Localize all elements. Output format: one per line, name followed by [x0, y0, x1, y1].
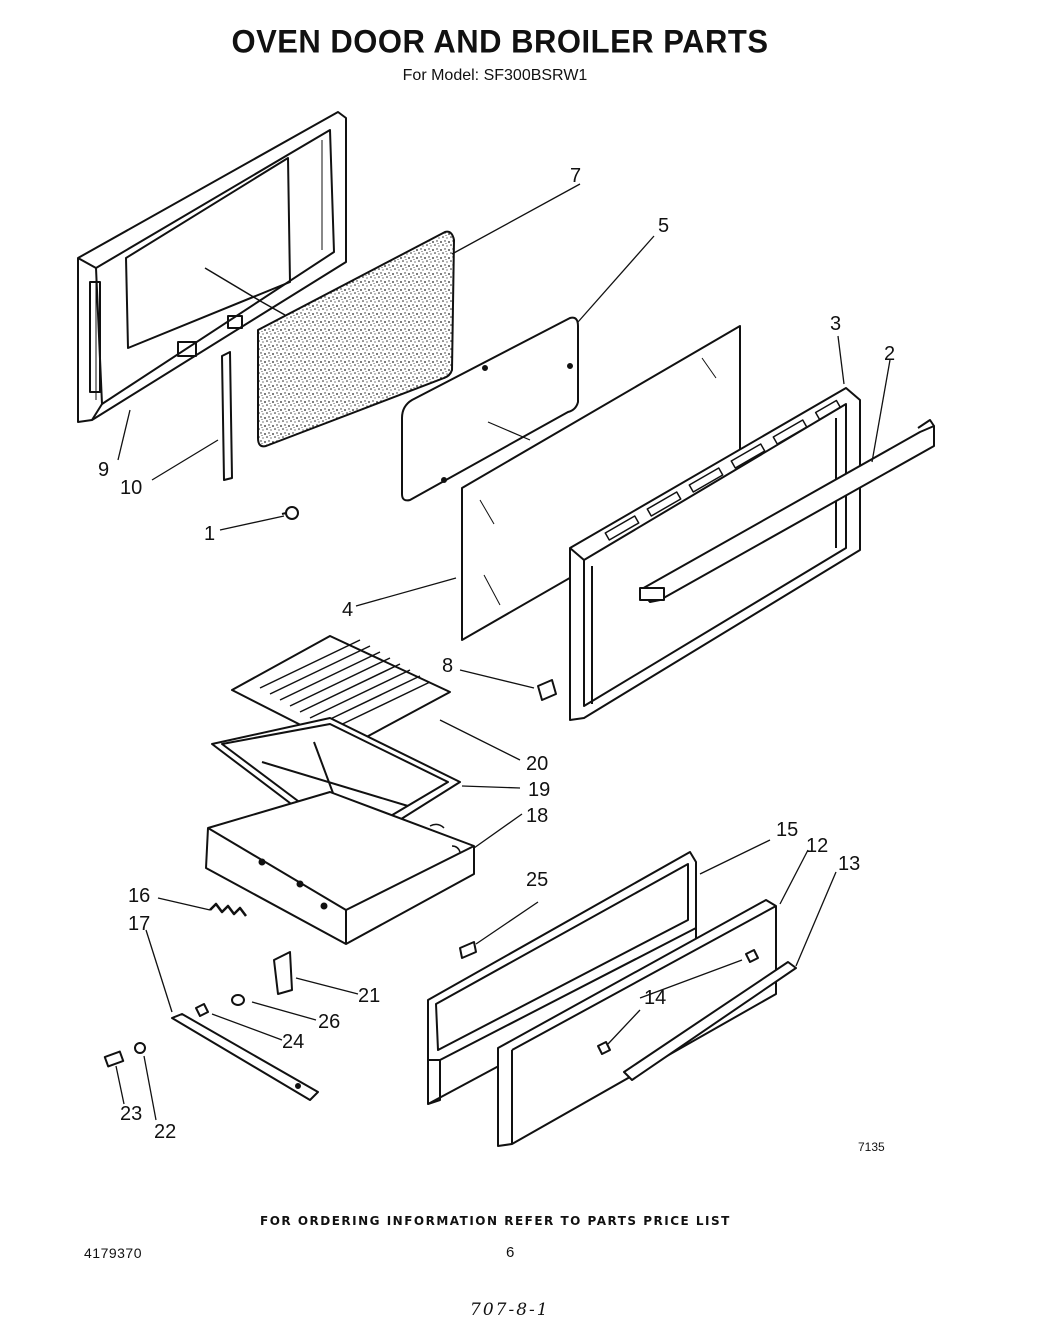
callout-21: 21: [358, 985, 380, 1007]
callout-3: 3: [830, 313, 841, 335]
callout-8: 8: [442, 655, 453, 677]
leader-lines: [115, 183, 891, 1121]
callout-19: 19: [528, 779, 550, 801]
drawer-trim: [623, 961, 797, 1081]
broiler-grid: [231, 635, 451, 749]
screw-part-26: [231, 994, 245, 1006]
callout-1: 1: [204, 523, 215, 545]
door-strip: [221, 351, 233, 481]
handwritten-note: 707-8-1: [470, 1300, 550, 1320]
callout-13: 13: [838, 853, 860, 875]
inner-glass: [401, 316, 579, 502]
model-subtitle: For Model: SF300BSRW1: [402, 67, 588, 84]
screw-part-23: [103, 1050, 125, 1068]
callout-15: 15: [776, 819, 798, 841]
page-title: OVEN DOOR AND BROILER PARTS: [231, 23, 769, 60]
callout-14: 14: [644, 987, 666, 1009]
callout-26: 26: [318, 1011, 340, 1033]
callout-18: 18: [526, 805, 548, 827]
callout-16: 16: [128, 885, 150, 907]
latch: [273, 951, 293, 995]
page-number: 6: [506, 1244, 515, 1261]
clip-part-25: [459, 941, 477, 959]
inner-door-panel: [77, 111, 347, 423]
callout-25: 25: [526, 869, 548, 891]
nut-part-14-upper: [745, 949, 759, 963]
callout-20: 20: [526, 753, 548, 775]
callout-23: 23: [120, 1103, 142, 1125]
callout-17: 17: [128, 913, 150, 935]
nut-part-14-lower: [597, 1041, 611, 1055]
callout-24: 24: [282, 1031, 304, 1053]
callout-10: 10: [120, 477, 142, 499]
callout-7: 7: [570, 165, 581, 187]
document-number: 4179370: [84, 1245, 143, 1261]
callout-5: 5: [658, 215, 669, 237]
slide-rail: [171, 1013, 319, 1101]
washer-part-22: [134, 1042, 146, 1054]
spring: [209, 902, 247, 917]
insulation-pad: [257, 230, 455, 448]
hinge-clip: [537, 679, 557, 701]
nut-part-24: [195, 1003, 209, 1017]
callout-labels: 1 2 3 4 5 7 8 9 10 12 13 14 15 16 17 18 …: [98, 165, 895, 1143]
callout-4: 4: [342, 599, 353, 621]
broiler-drawer: [205, 791, 475, 945]
callout-12: 12: [806, 835, 828, 857]
screw-part-1: [281, 506, 299, 520]
callout-9: 9: [98, 459, 109, 481]
drawer-front: [497, 899, 777, 1147]
ordering-note: FOR ORDERING INFORMATION REFER TO PARTS …: [260, 1214, 731, 1228]
figure-id: 7135: [858, 1140, 885, 1154]
callout-2: 2: [884, 343, 895, 365]
door-handle: [639, 419, 935, 603]
callout-22: 22: [154, 1121, 176, 1143]
